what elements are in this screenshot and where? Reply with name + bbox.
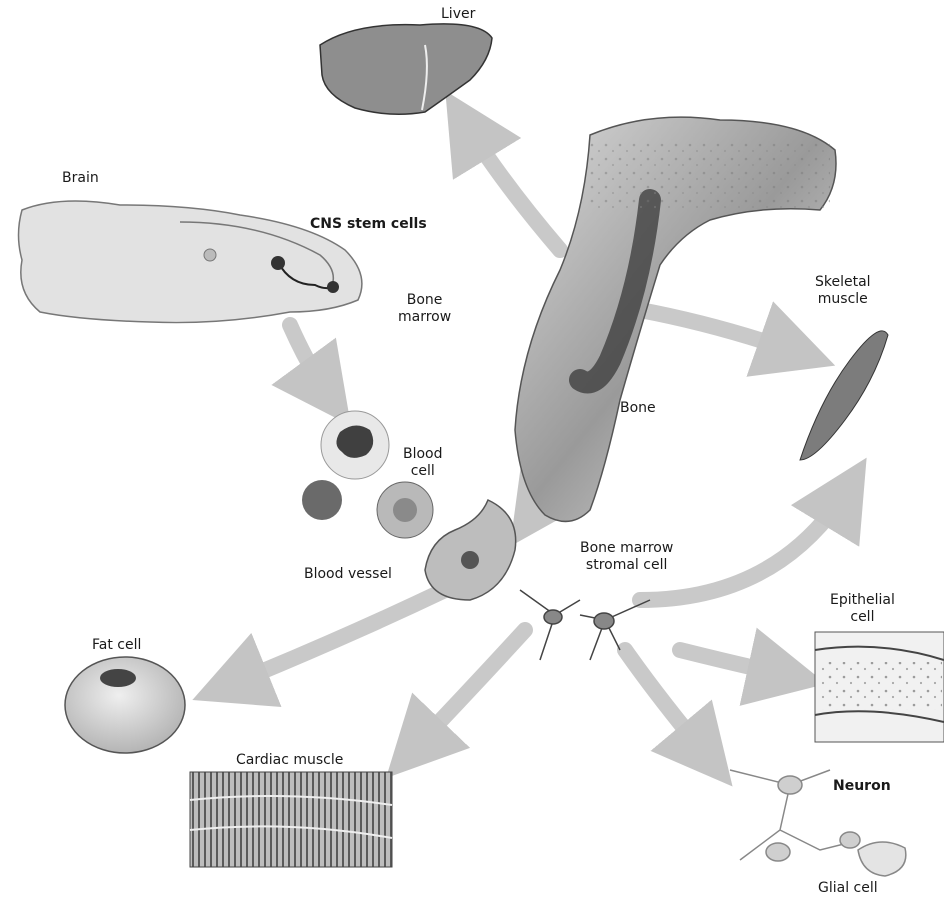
label-skeletal-muscle: Skeletal muscle xyxy=(815,274,871,308)
epithelial-cell-illustration xyxy=(815,632,944,742)
arrow-to-neuron xyxy=(625,650,712,762)
label-fat-cell: Fat cell xyxy=(92,637,141,654)
skeletal-muscle-illustration xyxy=(800,331,888,460)
liver-illustration xyxy=(320,24,492,114)
label-glial-cell: Glial cell xyxy=(818,880,878,897)
label-epithelial-cell: Epithelial cell xyxy=(830,592,895,626)
arrow-to-fat-cell xyxy=(222,590,445,688)
fat-cell-illustration xyxy=(65,657,185,753)
label-epithelial-line2: cell xyxy=(830,609,895,626)
arrow-to-skeletal-muscle xyxy=(640,310,805,355)
label-stromal-line1: Bone marrow xyxy=(580,540,673,557)
label-blood-cell: Blood cell xyxy=(403,446,443,480)
label-epithelial-line1: Epithelial xyxy=(830,592,895,609)
label-blood-cell-line1: Blood xyxy=(403,446,443,463)
label-cardiac-muscle: Cardiac muscle xyxy=(236,752,343,769)
label-bone-marrow-line1: Bone xyxy=(398,292,451,309)
arrow-to-liver xyxy=(462,118,560,250)
arrow-to-cardiac xyxy=(408,630,525,755)
label-bone-marrow-line2: marrow xyxy=(398,309,451,326)
label-stromal-cell: Bone marrow stromal cell xyxy=(580,540,673,574)
label-neuron: Neuron xyxy=(833,778,891,795)
arrow-brain-to-blood xyxy=(290,325,332,400)
label-blood-cell-line2: cell xyxy=(403,463,443,480)
label-liver: Liver xyxy=(441,6,475,23)
label-skeletal-muscle-line1: Skeletal xyxy=(815,274,871,291)
blood-vessel-illustration xyxy=(425,500,516,600)
cardiac-muscle-illustration xyxy=(190,772,392,867)
label-bone: Bone xyxy=(620,400,656,417)
label-blood-vessel: Blood vessel xyxy=(304,566,392,583)
label-bone-marrow: Bone marrow xyxy=(398,292,451,326)
label-skeletal-muscle-line2: muscle xyxy=(815,291,871,308)
label-brain: Brain xyxy=(62,170,99,187)
label-cns-stem-cells: CNS stem cells xyxy=(310,216,427,233)
label-stromal-line2: stromal cell xyxy=(580,557,673,574)
arrow-to-epithelial xyxy=(680,650,795,677)
